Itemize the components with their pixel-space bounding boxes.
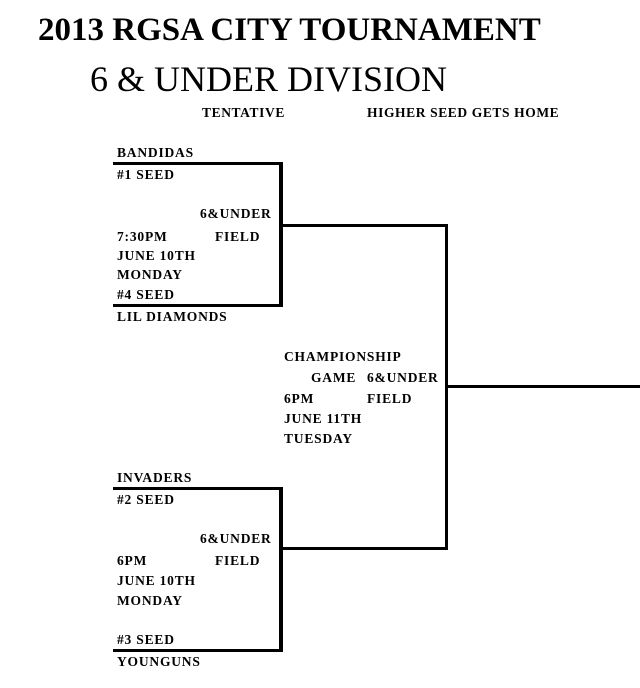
- field-label: 6&UNDER: [367, 370, 439, 385]
- seed-label: #4 SEED: [117, 287, 175, 302]
- championship-label: CHAMPIONSHIP: [284, 349, 402, 364]
- game-date: JUNE 11TH: [284, 411, 363, 426]
- game-date: JUNE 10TH: [117, 573, 196, 588]
- bracket-line: [113, 649, 283, 652]
- bracket-connector: [279, 547, 448, 550]
- game-day: MONDAY: [117, 267, 183, 282]
- bracket-line: [113, 304, 283, 307]
- seed-label: #1 SEED: [117, 167, 175, 182]
- game-time: 6PM: [117, 553, 148, 568]
- game-day: MONDAY: [117, 593, 183, 608]
- game-date: JUNE 10TH: [117, 248, 196, 263]
- team-younguns: YOUNGUNS: [117, 654, 201, 669]
- bracket-line: [113, 487, 283, 490]
- team-bandidas: BANDIDAS: [117, 145, 194, 160]
- bracket-line: [113, 162, 283, 165]
- bracket-line: [279, 162, 283, 307]
- team-lil-diamonds: LIL DIAMONDS: [117, 309, 228, 324]
- field-label: 6&UNDER: [200, 206, 272, 221]
- bracket-connector: [279, 224, 448, 227]
- championship-game-label: GAME: [311, 370, 357, 385]
- game-time: 7:30PM: [117, 229, 168, 244]
- seed-label: #2 SEED: [117, 492, 175, 507]
- division-title: 6 & UNDER DIVISION: [90, 59, 447, 99]
- field-label: 6&UNDER: [200, 531, 272, 546]
- field-label: FIELD: [367, 391, 413, 406]
- tentative-note: TENTATIVE: [202, 105, 285, 120]
- champion-line: [445, 385, 640, 388]
- game-time: 6PM: [284, 391, 315, 406]
- team-invaders: INVADERS: [117, 470, 193, 485]
- field-label: FIELD: [215, 553, 261, 568]
- seed-label: #3 SEED: [117, 632, 175, 647]
- field-label: FIELD: [215, 229, 261, 244]
- game-day: TUESDAY: [284, 431, 353, 446]
- bracket-line: [279, 487, 283, 652]
- tournament-title: 2013 RGSA CITY TOURNAMENT: [38, 12, 541, 48]
- home-rule-note: HIGHER SEED GETS HOME: [367, 105, 560, 120]
